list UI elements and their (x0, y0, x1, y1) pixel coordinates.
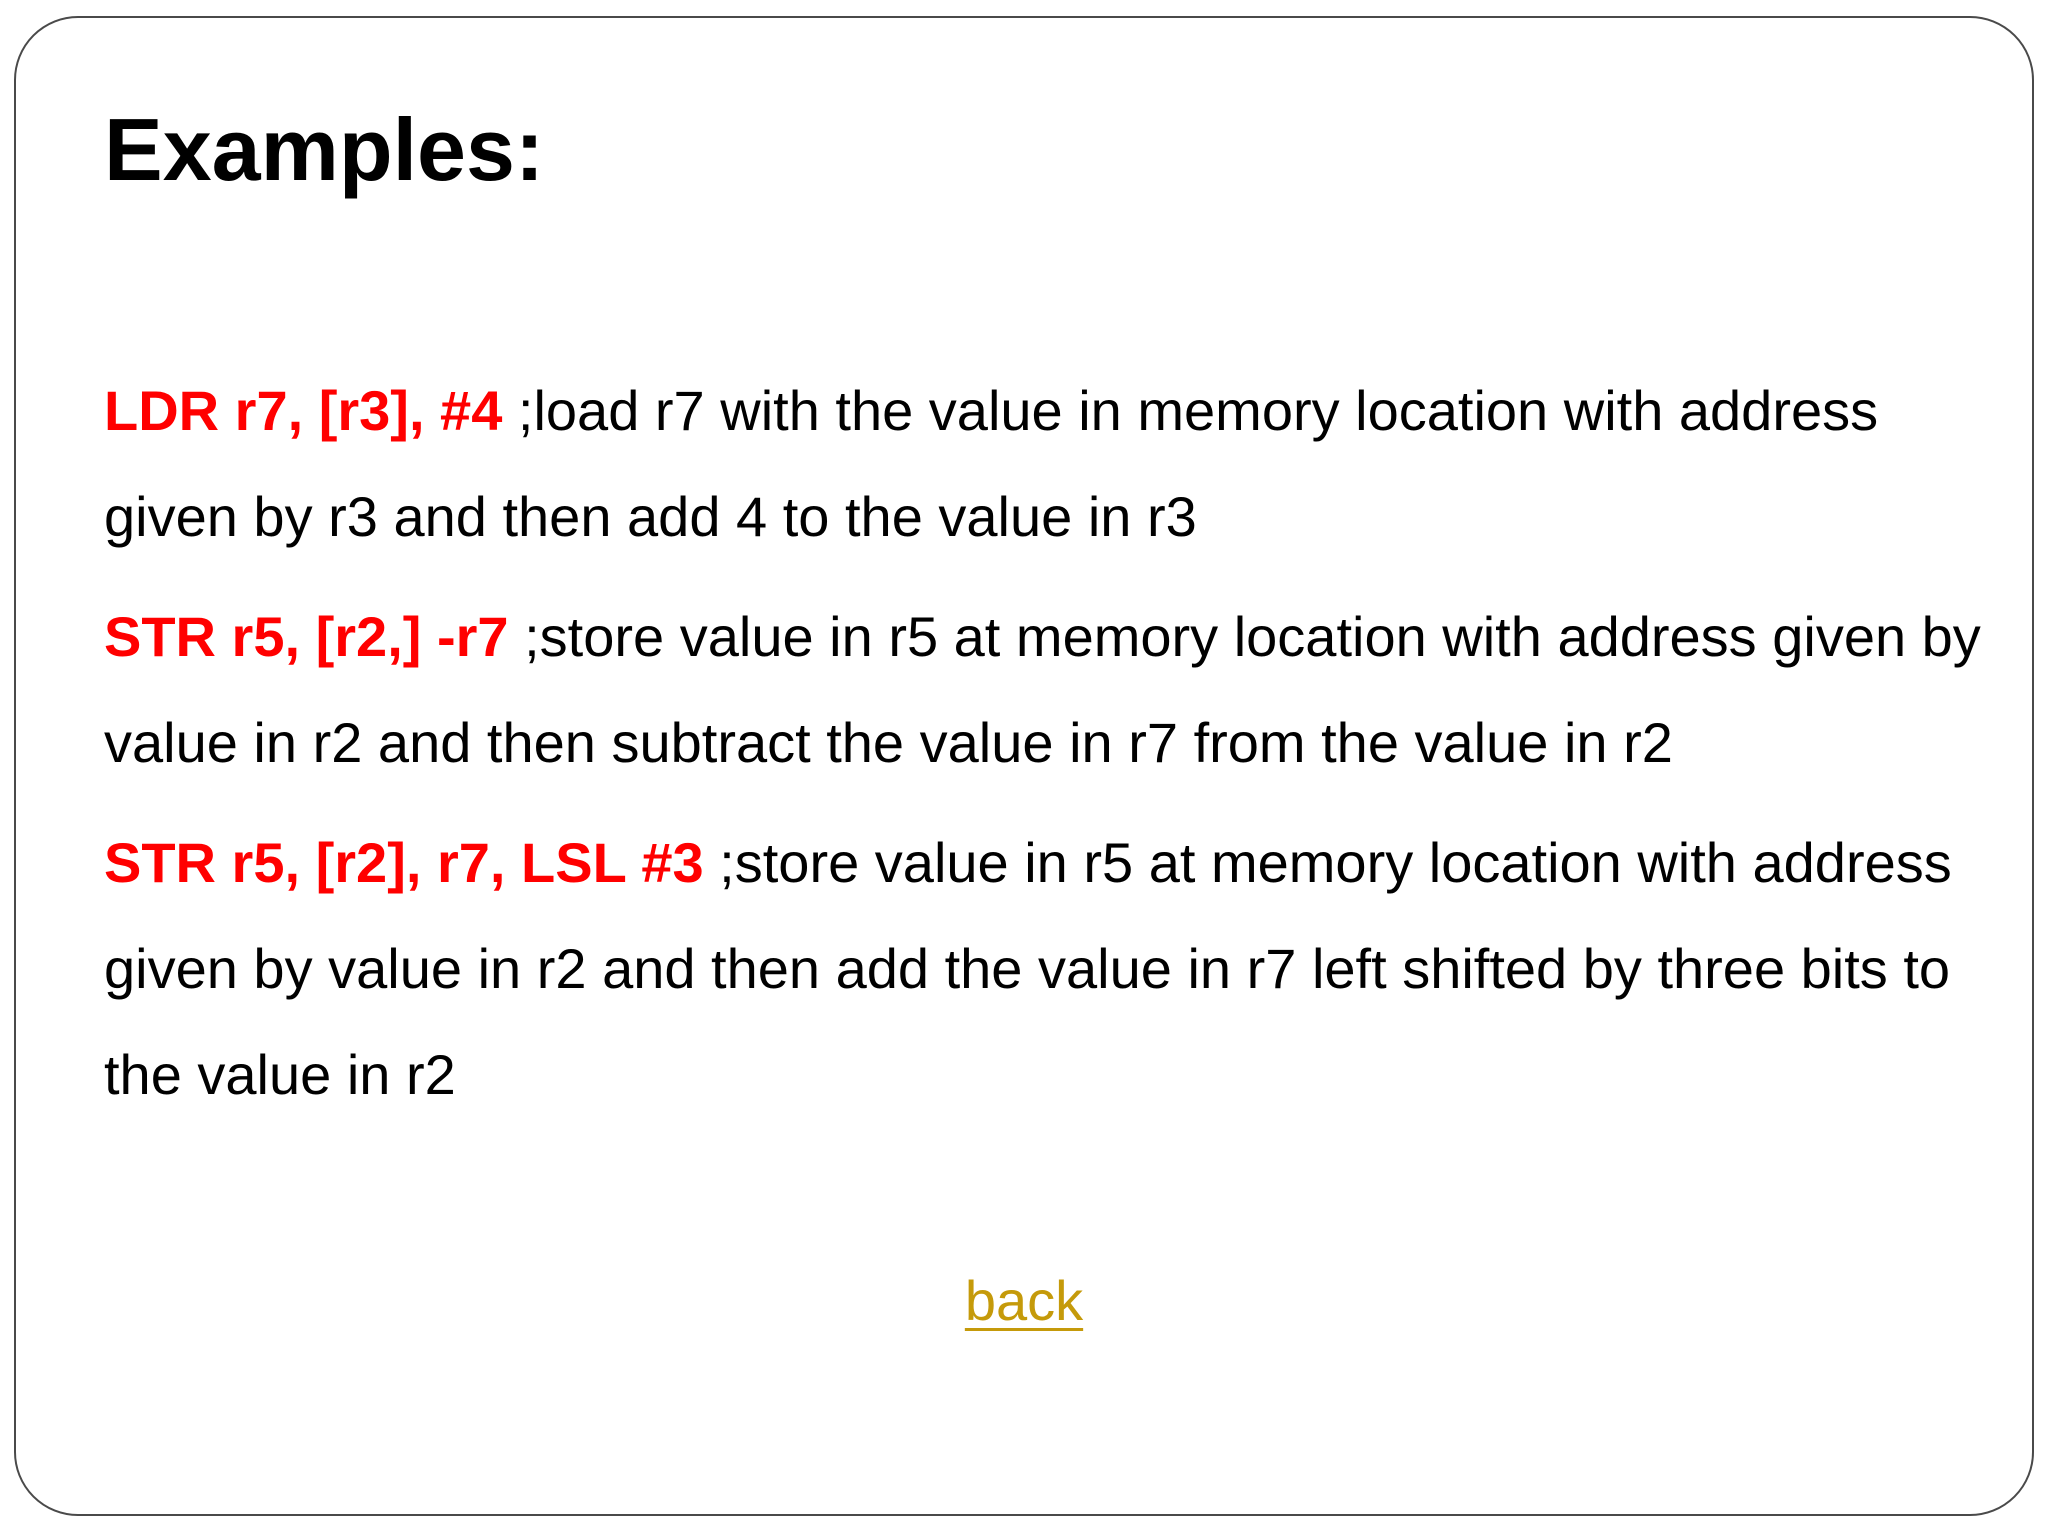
slide-frame: Examples: LDR r7, [r3], #4 ;load r7 with… (14, 16, 2034, 1516)
example-code: STR r5, [r2], r7, LSL #3 (104, 831, 704, 894)
example-item-ldr: LDR r7, [r3], #4 ;load r7 with the value… (104, 358, 2004, 570)
example-code: LDR r7, [r3], #4 (104, 379, 503, 442)
examples-body: LDR r7, [r3], #4 ;load r7 with the value… (104, 358, 2004, 1142)
slide-title: Examples: (104, 100, 545, 199)
example-description: ;store value in r5 at memory location wi… (104, 605, 1981, 774)
back-link-container: back (16, 1261, 2032, 1341)
example-item-str-shift: STR r5, [r2], r7, LSL #3 ;store value in… (104, 810, 2004, 1128)
example-description: ;store value in r5 at memory location wi… (104, 831, 1952, 1106)
example-item-str-subtract: STR r5, [r2,] -r7 ;store value in r5 at … (104, 584, 2004, 796)
back-link[interactable]: back (964, 1269, 1084, 1332)
example-description: ;load r7 with the value in memory locati… (104, 379, 1879, 548)
example-code: STR r5, [r2,] -r7 (104, 605, 509, 668)
